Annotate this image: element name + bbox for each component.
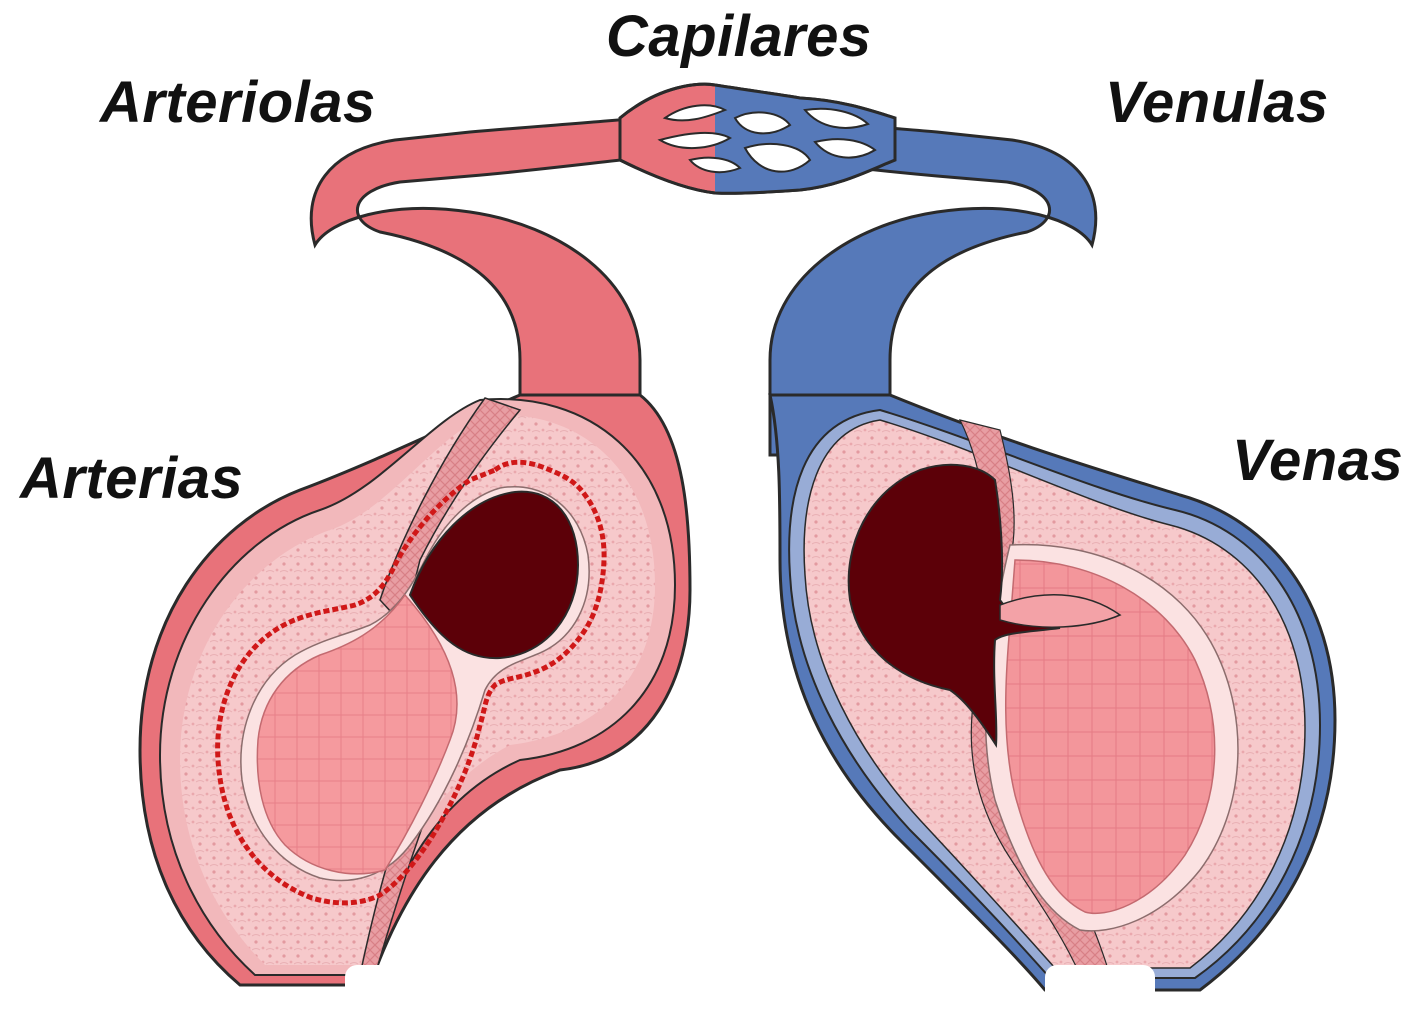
label-arterioles: Arteriolas <box>100 74 376 132</box>
label-capillaries: Capilares <box>606 8 872 66</box>
label-venules: Venulas <box>1105 74 1329 132</box>
label-veins: Venas <box>1232 432 1403 490</box>
label-arteries: Arterias <box>20 450 243 508</box>
capillary-bed <box>620 84 895 193</box>
